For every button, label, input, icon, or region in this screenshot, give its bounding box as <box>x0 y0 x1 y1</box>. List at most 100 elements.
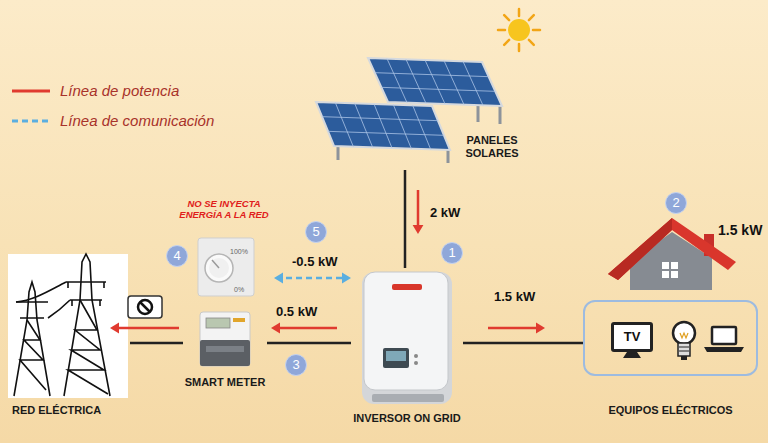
solar-panels <box>368 58 502 106</box>
inverter-unit <box>383 348 409 368</box>
inverter-unit <box>392 284 422 290</box>
power-cable <box>267 342 351 345</box>
arrow-head <box>413 225 424 234</box>
sun-icon <box>533 29 540 32</box>
solar-panels <box>447 150 450 163</box>
node-caption: SMART METER <box>183 376 267 389</box>
solar-panels <box>477 104 480 122</box>
power-link <box>463 323 583 343</box>
smart-meter-device <box>200 312 250 366</box>
lightbulb-icon <box>680 333 688 338</box>
legend-samples <box>12 91 50 121</box>
lightbulb-icon <box>679 347 689 351</box>
inverter-unit <box>414 361 418 365</box>
solar-panels <box>368 58 502 106</box>
arrow-head <box>274 273 283 284</box>
sun-icon <box>498 9 540 51</box>
house-icon <box>608 218 736 280</box>
legend-samples <box>12 120 50 123</box>
legend-samples <box>12 90 50 93</box>
no-entry-sign <box>138 300 152 314</box>
inverter-unit <box>362 272 452 404</box>
power-link <box>110 323 183 343</box>
sun-icon <box>504 40 509 45</box>
inverter-node: INVERSOR ON GRID <box>351 268 463 428</box>
tv-stand <box>623 352 641 358</box>
tv-text: TV <box>614 329 650 344</box>
sun-icon <box>504 15 509 20</box>
house-icon <box>608 218 736 290</box>
no-entry-sign <box>140 302 150 312</box>
sun-icon <box>498 29 505 32</box>
lightbulb-icon <box>678 343 690 356</box>
callout-number: 4 <box>166 245 188 267</box>
flow-arrow <box>488 327 536 330</box>
smart-meter-node: SMART METER <box>183 308 267 392</box>
power-grid-towers <box>16 302 48 318</box>
sun-icon <box>529 40 534 45</box>
flow-value: -0.5 kW <box>292 254 338 269</box>
lightbulb-icon <box>673 322 695 344</box>
inverter-unit <box>386 351 406 361</box>
arrow-head <box>110 323 119 334</box>
laptop-icon <box>704 347 744 352</box>
inverter-unit <box>414 354 418 358</box>
sun-icon <box>518 44 521 51</box>
inverter-unit <box>364 272 448 390</box>
dial-mark: 100% <box>230 248 254 256</box>
smart-meter-device <box>206 318 230 328</box>
laptop-icon <box>712 327 736 344</box>
solar-panels <box>368 58 502 106</box>
inverter-unit <box>362 272 452 404</box>
power-grid-towers <box>20 320 46 390</box>
tv-stand <box>623 352 641 358</box>
legend-text: Línea de comunicación <box>60 112 214 129</box>
node-caption: RED ELÉCTRICA <box>6 404 130 417</box>
solar-panels <box>499 106 502 124</box>
solar-panels <box>316 102 450 150</box>
solar-panels <box>316 102 450 150</box>
power-link <box>267 323 351 343</box>
warning-note: NO SE INYECTA ENERGÍA A LA RED <box>174 198 274 220</box>
power-grid-towers <box>8 254 128 398</box>
house-icon <box>608 218 672 280</box>
sun-icon <box>529 15 534 20</box>
sun-icon <box>498 9 540 51</box>
callout-number: 3 <box>285 354 307 376</box>
power-cable <box>404 170 407 268</box>
flow-value: 1.5 kW <box>494 289 535 304</box>
no-entry-sign <box>128 296 162 318</box>
flow-value: 2 kW <box>430 205 460 220</box>
communication-link <box>274 273 351 284</box>
solar-panels <box>337 146 340 160</box>
power-grid-towers <box>8 254 128 398</box>
export-limiter-device <box>212 260 219 268</box>
solar-panel-node: PANELES SOLARES <box>312 52 522 170</box>
node-caption: INVERSOR ON GRID <box>351 412 463 425</box>
no-entry-sign <box>128 296 162 318</box>
arrow-head <box>536 323 545 334</box>
house-icon <box>662 262 678 278</box>
grid-node: RED ELÉCTRICA <box>6 252 130 422</box>
load-value: 1.5 kW <box>718 222 762 238</box>
flow-arrow <box>417 190 420 225</box>
export-limiter-device <box>198 238 254 296</box>
house-icon <box>662 262 678 278</box>
tv-icon: TV <box>611 322 653 352</box>
power-grid-towers <box>64 254 110 396</box>
smart-meter-device <box>233 318 245 322</box>
callout-number: 1 <box>441 242 463 264</box>
node-caption: EQUIPOS ELÉCTRICOS <box>583 404 758 417</box>
power-cable <box>130 342 183 345</box>
power-grid-towers <box>66 282 106 300</box>
arrow-head <box>271 323 280 334</box>
laptop-icon <box>704 327 744 352</box>
smart-meter-device <box>200 340 250 366</box>
callout-number: 2 <box>665 192 687 214</box>
lightbulb-icon <box>673 322 695 360</box>
inverter-unit <box>372 394 444 402</box>
dial-mark: 0% <box>234 286 250 294</box>
arrow-head <box>342 273 351 284</box>
